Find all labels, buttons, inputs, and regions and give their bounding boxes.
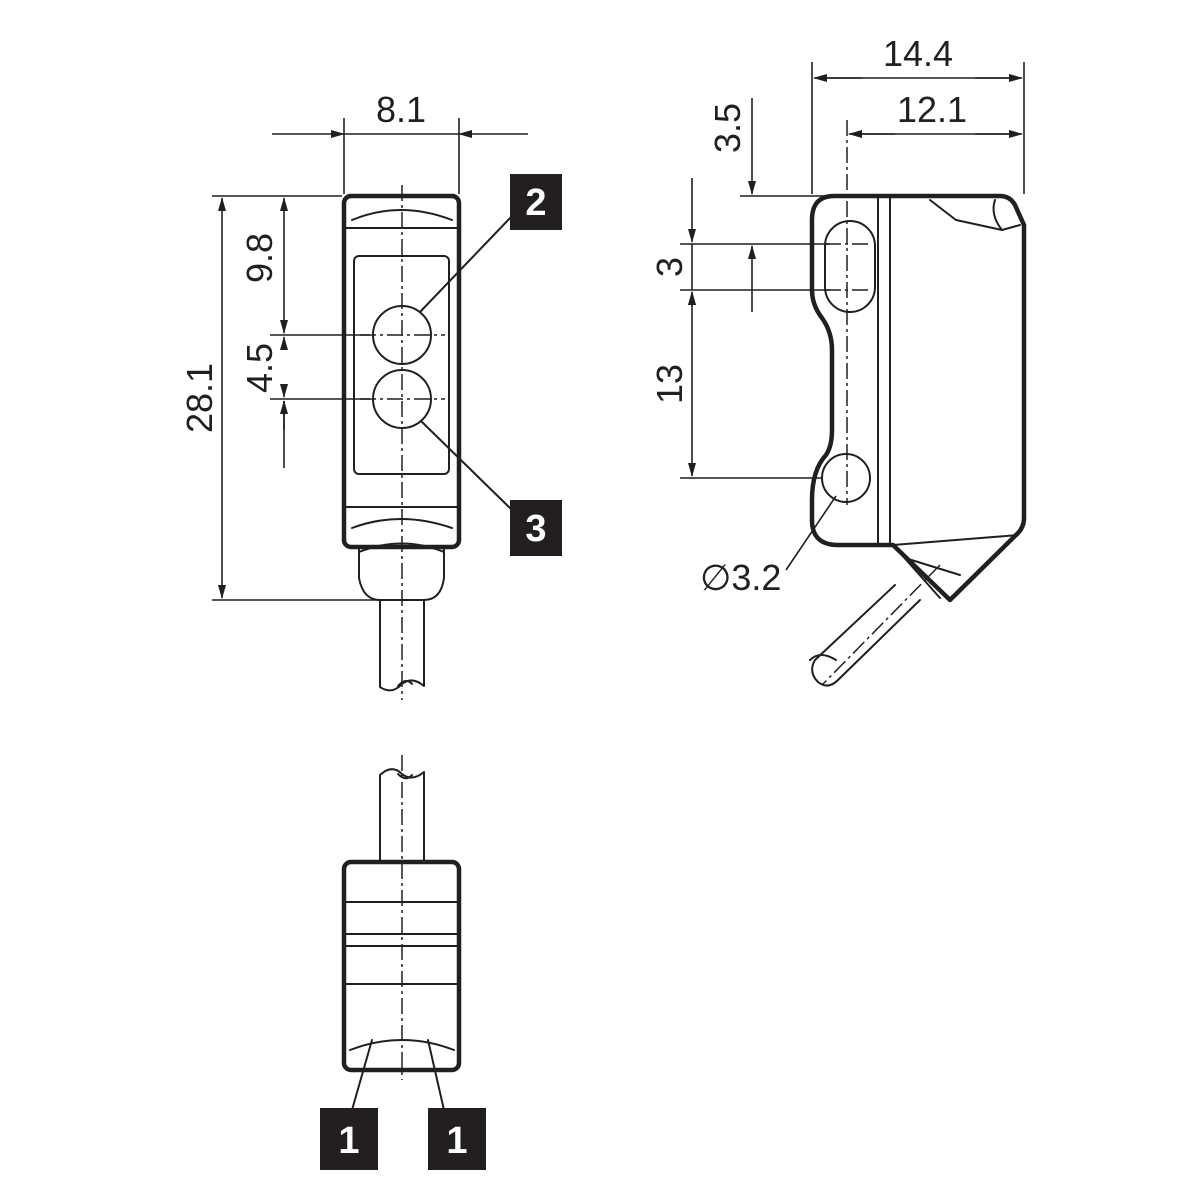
dim-hole-spacing: 13 — [649, 364, 690, 404]
dim-slot-offset: 3.5 — [707, 103, 748, 153]
dim-width-front: 8.1 — [376, 89, 426, 130]
svg-text:3: 3 — [525, 508, 546, 550]
dim-slot-length: 3 — [649, 257, 690, 277]
callout-receiver: 3 — [510, 500, 562, 556]
svg-text:1: 1 — [446, 1120, 467, 1162]
rear-cable — [379, 768, 425, 863]
dim-lens-pitch: 4.5 — [239, 343, 280, 393]
side-housing — [809, 193, 1027, 603]
dim-overall-length: 28.1 — [179, 363, 220, 433]
front-view: 8.1 28.1 9.8 4.5 — [179, 89, 528, 700]
mounting-slot — [824, 220, 876, 313]
dim-hole-diameter: ∅3.2 — [700, 557, 781, 598]
dim-depth-total: 14.4 — [883, 33, 953, 74]
mounting-hole — [821, 453, 871, 503]
callout-led-left: 1 — [320, 1108, 378, 1170]
side-view: 14.4 12.1 3.5 3 13 ∅3.2 — [649, 33, 1027, 687]
rear-housing — [341, 859, 462, 1073]
rear-view — [341, 755, 462, 1111]
dim-top-to-lens: 9.8 — [239, 233, 280, 283]
lens-window — [353, 255, 450, 475]
svg-text:2: 2 — [525, 182, 546, 224]
svg-text:1: 1 — [338, 1120, 359, 1162]
callout-led-right: 1 — [428, 1108, 486, 1170]
dim-depth-to-hole: 12.1 — [897, 89, 967, 130]
side-cable — [811, 584, 921, 687]
callout-emitter: 2 — [510, 174, 562, 230]
